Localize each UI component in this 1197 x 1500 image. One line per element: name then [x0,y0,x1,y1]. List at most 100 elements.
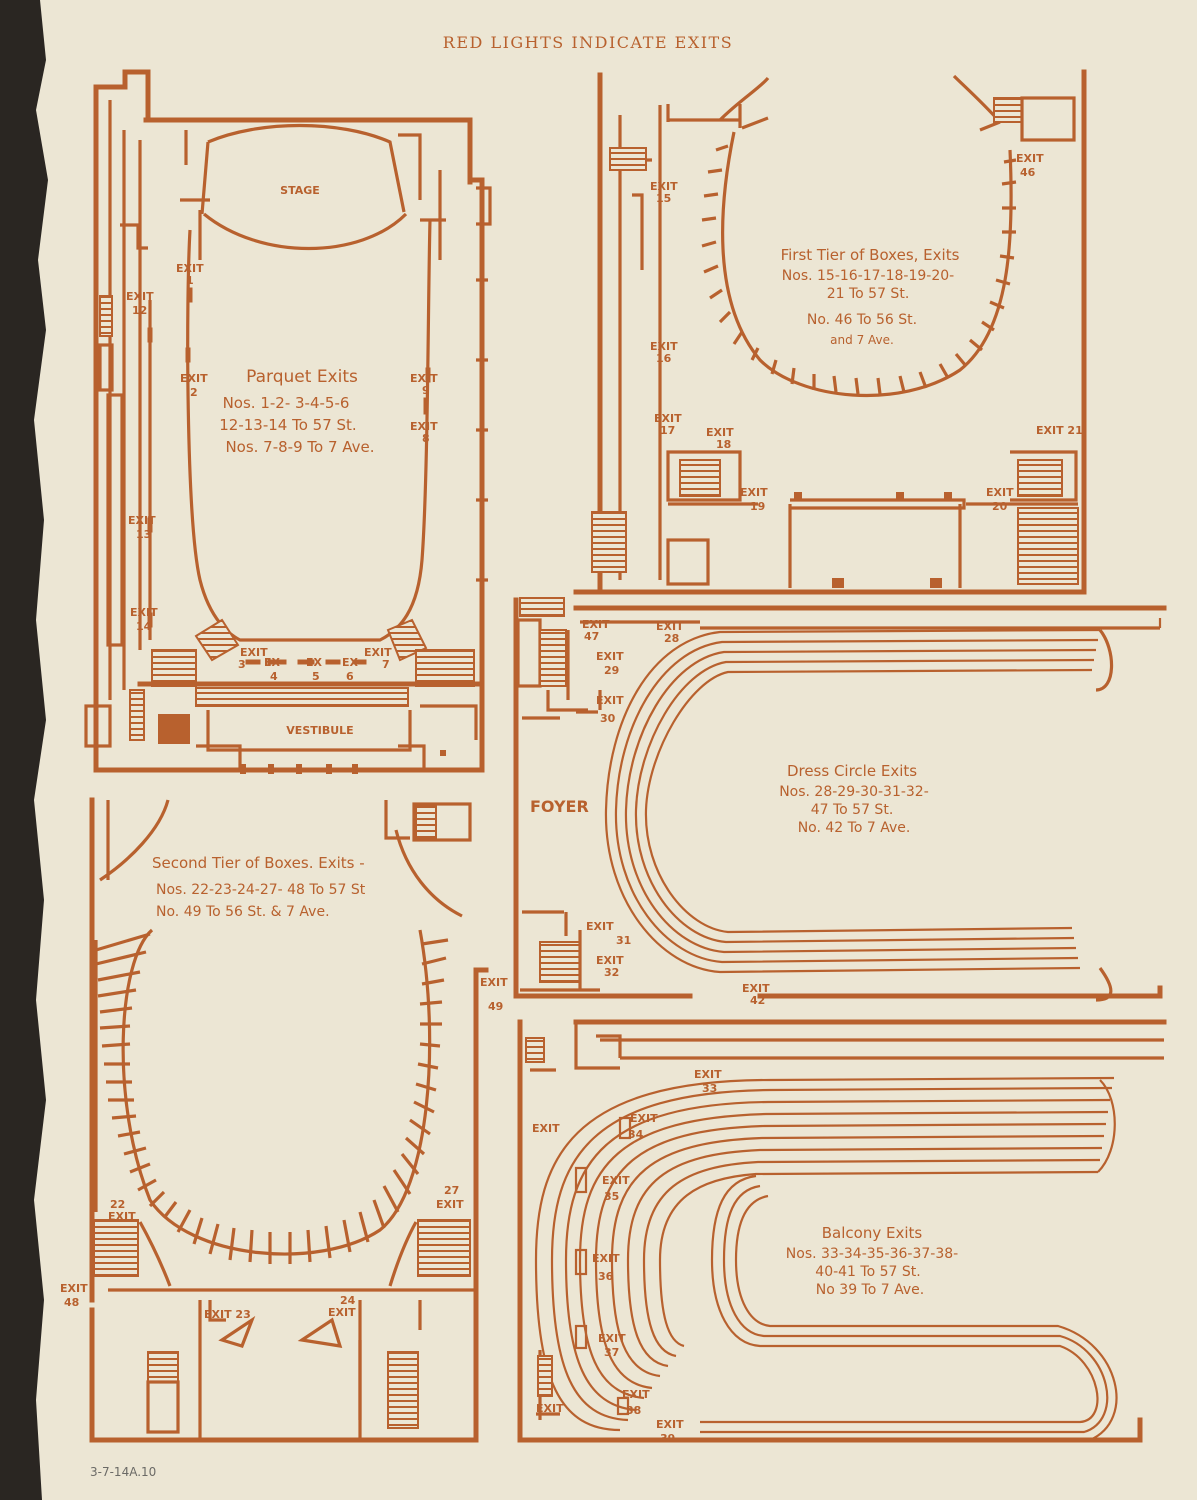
dress-circle-caption-title: Dress Circle Exits [787,762,917,780]
exit-label: EXIT [986,486,1014,499]
exit-label: EXIT [740,486,768,499]
exit-number: 7 [382,658,390,671]
balcony-plan: Balcony Exits Nos. 33-34-35-36-37-38- 40… [517,1019,1167,1445]
dress-circle-caption-line: No. 42 To 7 Ave. [798,820,911,836]
first-tier-caption-line: Nos. 15-16-17-18-19-20- [782,268,954,284]
exit-number: 24 [340,1294,356,1307]
exit-number: 35 [604,1190,619,1203]
first-tier-caption-line: 21 To 57 St. [827,286,910,302]
exit-label: EX [306,656,323,669]
balcony-tiers [534,1076,1115,1432]
second-tier-caption-title: Second Tier of Boxes. Exits - [152,854,365,872]
parquet-caption-line: Nos. 7-8-9 To 7 Ave. [225,438,374,456]
vestibule-label: VESTIBULE [286,724,353,737]
exit-number: 22 [110,1198,125,1211]
exit-number: 49 [488,1000,503,1013]
exit-number: 27 [444,1184,459,1197]
exit-label: EXIT [596,694,624,707]
balcony-caption-line: 40-41 To 57 St. [815,1264,920,1280]
exit-number: 29 [604,664,619,677]
exit-label: EXIT [598,1332,626,1345]
parquet-caption-title: Parquet Exits [246,367,358,387]
exit-label: EXIT [436,1198,464,1211]
stage-label: STAGE [280,184,320,197]
exit-number: 17 [660,424,675,437]
exit-number: 28 [664,632,679,645]
exit-number: 46 [1020,166,1036,179]
exit-number: 1 [186,274,194,287]
exit-label: EXIT [410,420,438,433]
exit-number: 47 [584,630,599,643]
exit-number: 20 [992,500,1008,513]
exit-label: EXIT [108,1210,136,1223]
dress-circle-plan: FOYER Dress Circle Exits Nos. 28-29-30-3… [513,597,1167,1007]
exit-label: EXIT [596,650,624,663]
exit-label: EXIT [60,1282,88,1295]
exit-number: 42 [750,994,765,1007]
exit-number: 6 [346,670,354,683]
parquet-caption-line: 12-13-14 To 57 St. [219,416,356,434]
exit-label: EXIT [742,982,770,995]
second-tier-caption-line: Nos. 22-23-24-27- 48 To 57 St [156,882,366,898]
balcony-caption-line: No 39 To 7 Ave. [816,1282,924,1298]
exit-label: EX [342,656,359,669]
exit-label: EXIT [596,954,624,967]
stage-outline [207,123,406,213]
exit-number: 37 [604,1346,619,1359]
exit-number: 3 [238,658,246,671]
exit-label: EXIT [582,618,610,631]
dress-circle-caption-line: Nos. 28-29-30-31-32- [779,784,929,800]
first-tier-caption-title: First Tier of Boxes, Exits [781,246,960,264]
dress-circle-tiers [604,628,1101,974]
exit-number: 16 [656,352,672,365]
exit-number: 39 [660,1432,675,1445]
exit-label: EXIT [536,1402,564,1415]
exit-label: EXIT [126,290,154,303]
exit-label: EXIT [128,514,156,527]
first-tier-caption-line: and 7 Ave. [830,333,894,347]
exit-label: EXIT [1016,152,1044,165]
exit-number: 9 [422,384,430,397]
exit-number: 13 [136,528,151,541]
exit-number: 12 [132,304,147,317]
exit-label: EXIT 23 [204,1308,251,1321]
exit-label: EXIT [602,1174,630,1187]
exit-label: EXIT [630,1112,658,1125]
exit-label: EXIT [694,1068,722,1081]
exit-label: EXIT [706,426,734,439]
second-tier-horseshoe [121,928,432,1256]
exit-label: EXIT [180,372,208,385]
exit-label: EXIT [328,1306,356,1319]
exit-number: 31 [616,934,631,947]
page-header: RED LIGHTS INDICATE EXITS [443,33,733,52]
exit-label: EXIT [622,1388,650,1401]
archive-pencil-note: 3-7-14A.10 [90,1465,156,1479]
second-tier-caption-line: No. 49 To 56 St. & 7 Ave. [156,904,330,920]
exit-label: EXIT [480,976,508,989]
exit-number: 33 [702,1082,717,1095]
exit-number: 36 [598,1270,614,1283]
exit-label: EXIT 21 [1036,424,1083,437]
dress-circle-caption-line: 47 To 57 St. [811,802,894,818]
exit-number: 18 [716,438,731,451]
exit-number: 15 [656,192,671,205]
balcony-caption-line: Nos. 33-34-35-36-37-38- [786,1246,958,1262]
box-partitions [701,144,1017,395]
exit-label: EXIT [656,620,684,633]
exit-label: EXIT [586,920,614,933]
exit-number: 8 [422,432,430,445]
exit-label: EXIT [410,372,438,385]
exit-number: 30 [600,712,616,725]
exit-label: EXIT [364,646,392,659]
exit-label: EXIT [592,1252,620,1265]
exit-number: 4 [270,670,278,683]
exit-label: EXIT [650,340,678,353]
exit-number: 32 [604,966,619,979]
exit-label: EXIT [130,606,158,619]
exit-label: EXIT [532,1122,560,1135]
first-tier-caption-line: No. 46 To 56 St. [807,312,917,328]
exit-label: EX [264,656,281,669]
parquet-plan: STAGE VESTIBULE Parquet Exits Nos. 1-2- … [84,69,492,774]
exit-number: 38 [626,1404,641,1417]
